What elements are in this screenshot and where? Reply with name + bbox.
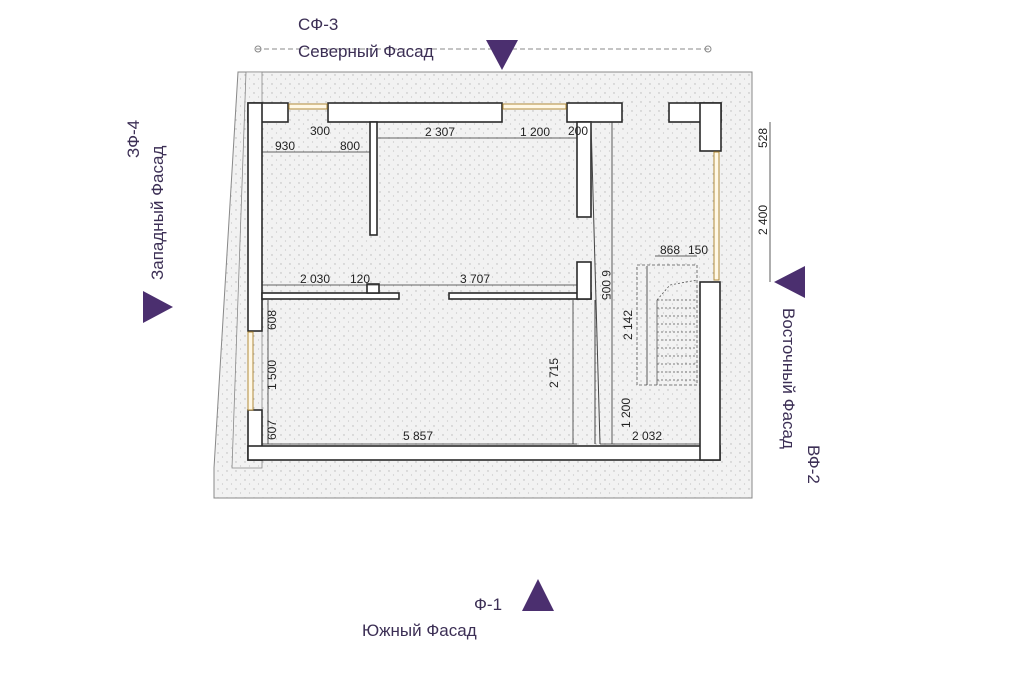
dim-2032: 2 032 [632,429,662,443]
facade-west-marker: ЗФ-4 Западный Фасад [124,120,173,323]
south-facade-arrow-icon [522,579,554,611]
facade-south-marker: Ф-1 Южный Фасад [362,579,554,640]
east-wall-lower [699,281,721,461]
east-wall-upper [699,102,722,152]
partition-stub [366,283,380,294]
dim-1200-top: 1 200 [520,125,550,139]
east-facade-arrow-icon [774,266,805,298]
west-wall-upper [247,102,263,332]
dimension-lines [262,122,771,445]
east-facade-name: Восточный Фасад [779,308,798,449]
south-facade-code: Ф-1 [474,595,502,614]
window-north-2 [502,103,567,110]
north-facade-name: Северный Фасад [298,42,434,61]
dim-150: 150 [688,243,708,257]
facade-east-marker: Восточный Фасад ВФ-2 [774,266,823,484]
dim-200: 200 [568,124,588,138]
dim-2400: 2 400 [756,205,770,235]
dim-1500: 1 500 [265,360,279,390]
dim-528: 528 [756,128,770,148]
dim-2307: 2 307 [425,125,455,139]
partition-horizontal-right [448,292,592,300]
dim-300: 300 [310,124,330,138]
staircase [636,264,698,386]
dim-2142: 2 142 [621,310,635,340]
dim-800: 800 [340,139,360,153]
dim-2715: 2 715 [547,358,561,388]
dim-1200-bot: 1 200 [619,398,633,428]
south-facade-name: Южный Фасад [362,621,477,640]
dim-5857: 5 857 [403,429,433,443]
dim-3707: 3 707 [460,272,490,286]
window-north-1 [288,103,328,110]
facade-north-marker: СФ-3 Северный Фасад [298,15,518,70]
north-wall-right [566,102,623,123]
dim-607: 607 [265,420,279,440]
dim-868: 868 [660,243,680,257]
east-facade-code: ВФ-2 [804,445,823,484]
walls [247,102,722,461]
room-divider-line [590,121,601,445]
dim-2030: 2 030 [300,272,330,286]
partition-top-right [576,121,592,218]
west-facade-code: ЗФ-4 [124,120,143,158]
dim-6005: 6 005 [599,270,613,300]
windows [247,103,720,411]
window-west [247,331,254,411]
west-facade-name: Западный Фасад [148,146,167,280]
north-wall-mid [327,102,503,123]
dimension-labels: 930 300 800 2 307 1 200 200 528 2 400 2 … [265,124,770,443]
south-wall [247,445,721,461]
dim-608: 608 [265,310,279,330]
axis-marker [254,45,262,53]
north-facade-arrow-icon [486,40,518,70]
window-east [713,151,720,281]
axis-marker [704,45,712,53]
dim-120: 120 [350,272,370,286]
partition-vertical-right [576,261,592,300]
dim-930: 930 [275,139,295,153]
partition-horizontal-left [261,292,400,300]
north-facade-code: СФ-3 [298,15,338,34]
west-facade-arrow-icon [143,291,173,323]
partition-top-left [369,121,378,236]
